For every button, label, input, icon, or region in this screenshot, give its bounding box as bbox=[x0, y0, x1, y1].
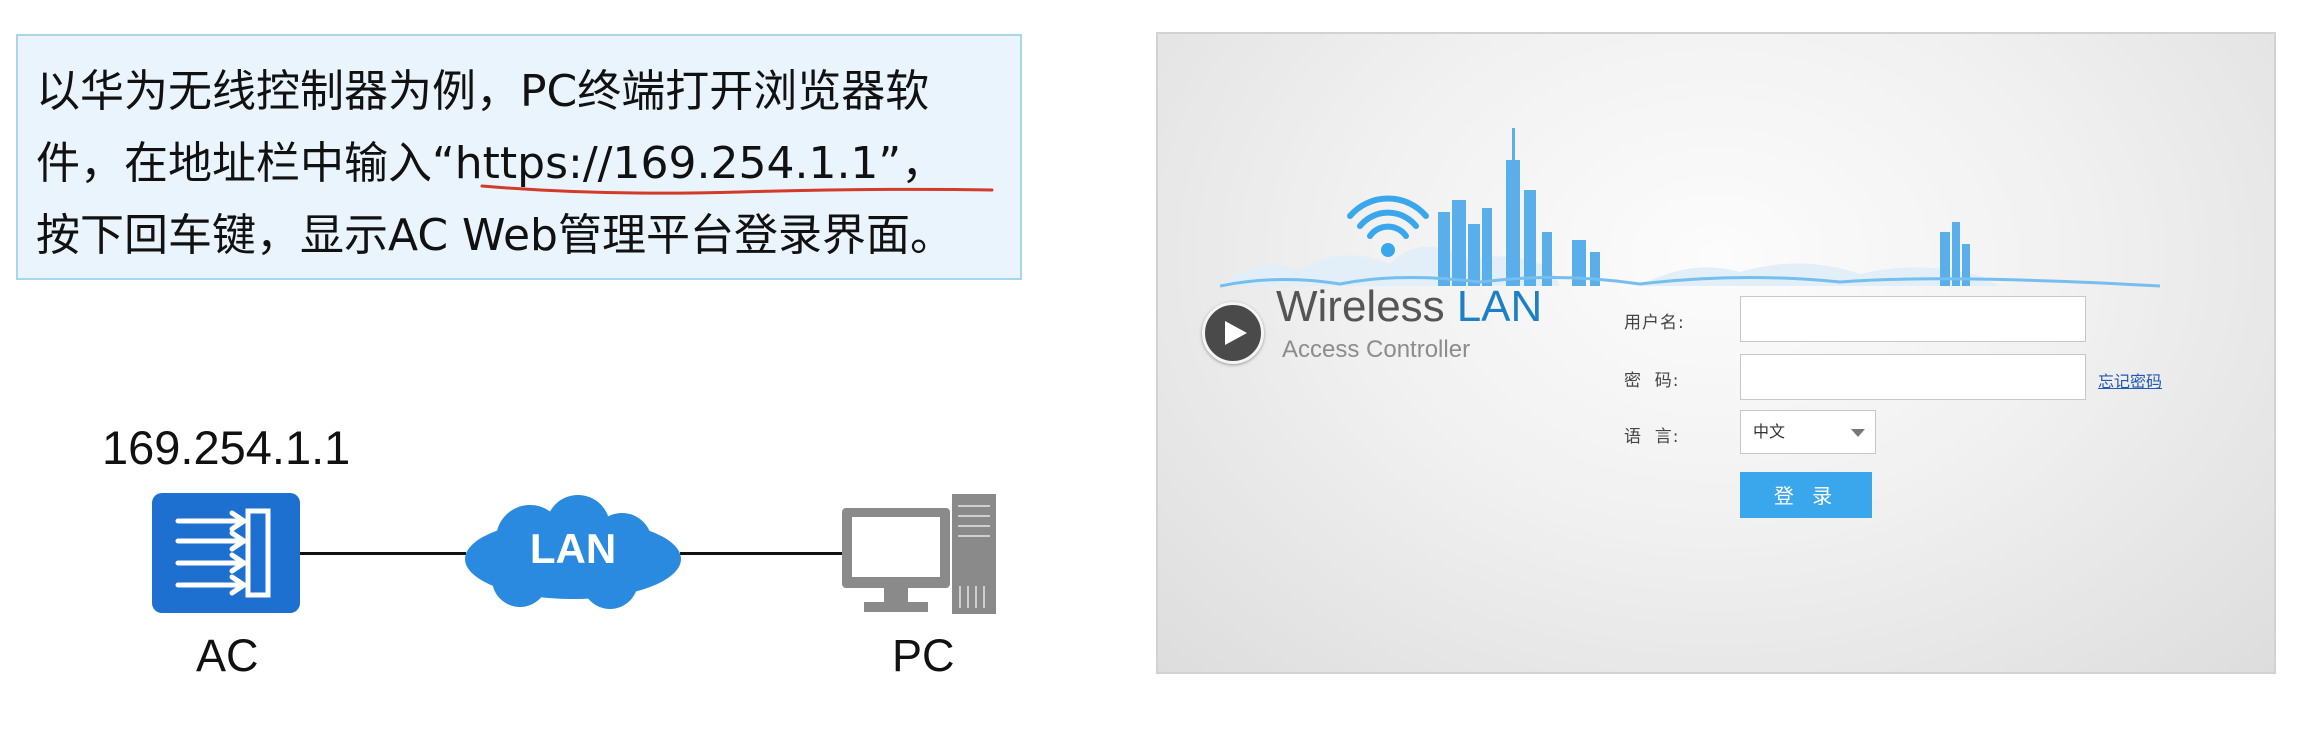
forgot-password-link[interactable]: 忘记密码 bbox=[2098, 372, 2163, 391]
language-label: 语 言: bbox=[1624, 427, 1680, 447]
wifi-icon bbox=[1347, 195, 1429, 239]
lan-cloud-label: LAN bbox=[529, 525, 617, 572]
description-box: 以华为无线控制器为例，PC终端打开浏览器软 件，在地址栏中输入“https://… bbox=[16, 34, 1022, 280]
language-select-value: 中文 bbox=[1753, 422, 1786, 441]
link-lan-pc bbox=[680, 552, 848, 555]
play-video-button[interactable] bbox=[1202, 302, 1264, 364]
description-line-3: 按下回车键，显示AC Web管理平台登录界面。 bbox=[36, 210, 954, 261]
password-field[interactable] bbox=[1740, 354, 2086, 400]
ac-device-icon bbox=[152, 493, 300, 613]
pc-icon bbox=[842, 494, 996, 614]
link-ac-lan bbox=[300, 552, 466, 555]
lan-cloud-icon: LAN bbox=[460, 495, 686, 615]
password-label: 密 码: bbox=[1624, 371, 1680, 391]
chevron-down-icon bbox=[1851, 429, 1865, 437]
brand-lan: LAN bbox=[1456, 282, 1543, 331]
language-select[interactable]: 中文 bbox=[1740, 410, 1876, 454]
username-label: 用户名: bbox=[1624, 313, 1685, 333]
city-skyline-banner bbox=[1220, 128, 2160, 288]
play-icon bbox=[1224, 321, 1247, 345]
ac-label: AC bbox=[196, 630, 259, 681]
ac-ip-address: 169.254.1.1 bbox=[102, 421, 351, 474]
description-line-2: 件，在地址栏中输入“https://169.254.1.1”， bbox=[36, 138, 946, 189]
product-subtitle: Access Controller bbox=[1282, 336, 1471, 363]
username-field[interactable] bbox=[1740, 296, 2086, 342]
pc-label: PC bbox=[892, 630, 955, 681]
url-underline-annotation bbox=[480, 184, 994, 195]
login-button[interactable]: 登 录 bbox=[1740, 472, 1872, 518]
description-line-1: 以华为无线控制器为例，PC终端打开浏览器软 bbox=[36, 66, 930, 117]
network-diagram: 169.254.1.1 AC LAN bbox=[0, 300, 1040, 720]
brand-wireless: Wireless bbox=[1276, 282, 1445, 331]
